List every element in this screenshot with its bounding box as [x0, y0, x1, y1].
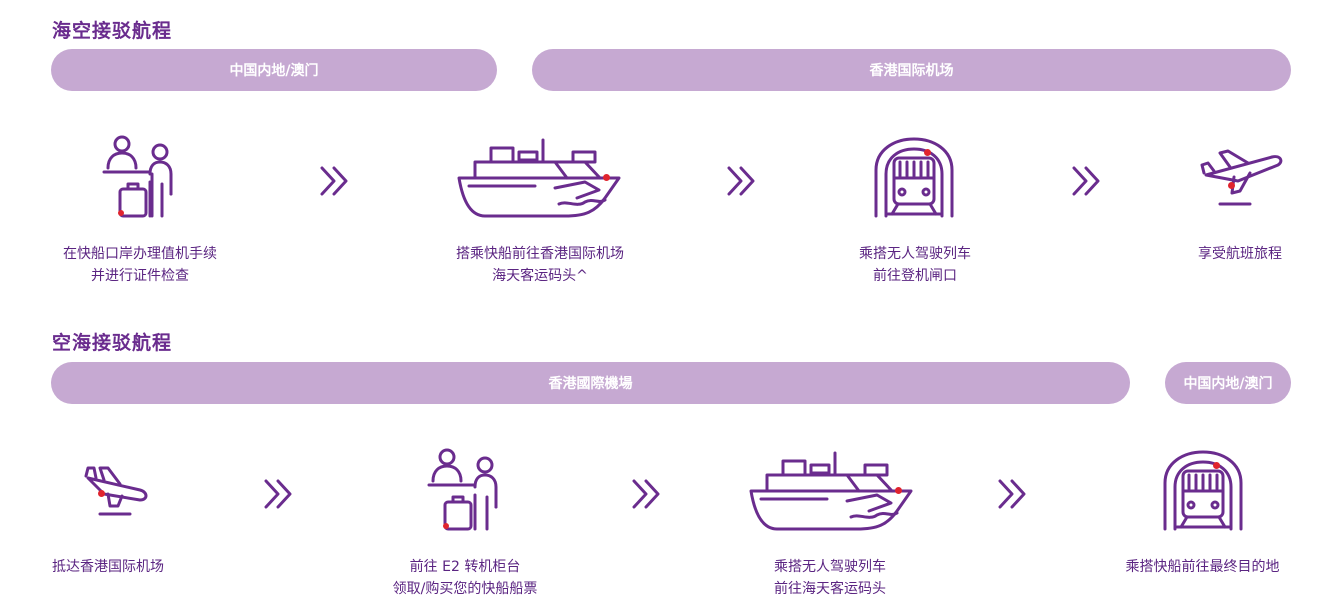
next-chevron-icon: [262, 477, 296, 515]
next-chevron-icon: [725, 164, 759, 202]
next-chevron-icon: [996, 477, 1030, 515]
step-caption: 前往 E2 转机柜台领取/购买您的快船船票: [392, 559, 538, 597]
destination-bar-mainland: 中国内地/澳门: [1165, 362, 1291, 404]
plane-takeoff-icon: [1198, 145, 1286, 209]
step-caption: 抵达香港国际机场: [52, 559, 164, 575]
check-in-counter-icon: [425, 447, 505, 533]
section-title-air-sea: 空海接驳航程: [52, 332, 173, 354]
train-icon: [872, 136, 956, 218]
step-caption: 搭乘快船前往香港国际机场海天客运码头^: [456, 246, 624, 284]
step-caption: 乘搭无人驾驶列车前往海天客运码头: [774, 559, 886, 597]
section-title-sea-air: 海空接驳航程: [52, 20, 173, 42]
origin-bar-mainland: 中国内地/澳门: [51, 49, 497, 91]
train-icon: [1161, 449, 1245, 531]
next-chevron-icon: [1070, 164, 1104, 202]
check-in-counter-icon: [100, 134, 180, 220]
step-caption: 在快船口岸办理值机手续并进行证件检查: [63, 246, 217, 284]
ferry-icon: [747, 449, 915, 531]
airport-bar: 香港國際機場: [51, 362, 1130, 404]
step-caption: 乘搭快船前往最终目的地: [1125, 559, 1280, 575]
step-caption: 享受航班旅程: [1198, 246, 1282, 262]
next-chevron-icon: [318, 164, 352, 202]
ferry-icon: [455, 136, 623, 218]
airport-bar: 香港国际机场: [532, 49, 1291, 91]
next-chevron-icon: [630, 477, 664, 515]
step-caption: 乘搭无人驾驶列车前往登机闸口: [859, 246, 971, 284]
plane-landing-icon: [82, 464, 152, 518]
